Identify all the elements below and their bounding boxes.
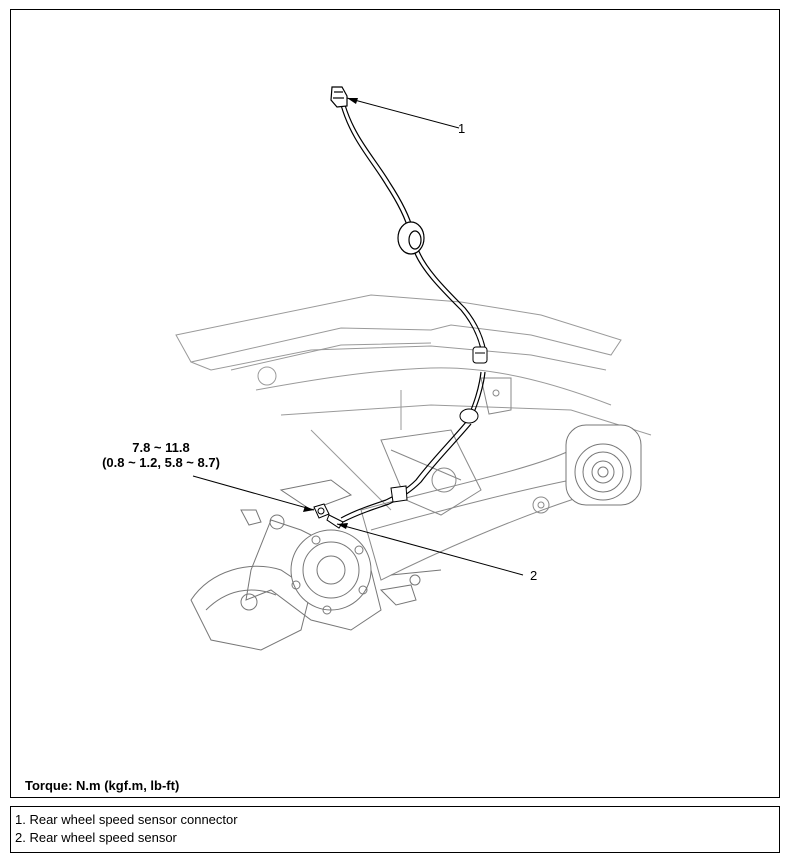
suspension-illustration xyxy=(175,86,652,651)
body-panel xyxy=(175,294,652,511)
diagram-frame: 1 2 7.8 ~ 11.8 (0.8 ~ 1.2, 5.8 ~ 8.7) To… xyxy=(10,9,780,798)
callout-2: 2 xyxy=(530,568,538,583)
parts-legend: 1. Rear wheel speed sensor connector 2. … xyxy=(10,806,780,853)
grommet xyxy=(397,221,425,255)
legend-item-1: 1. Rear wheel speed sensor connector xyxy=(15,812,238,827)
rear-bushing xyxy=(565,424,642,506)
knuckle-hub xyxy=(190,479,442,651)
leader-lines xyxy=(192,97,524,576)
callout-1: 1 xyxy=(458,121,466,136)
connector xyxy=(330,86,348,108)
torque-units-note: Torque: N.m (kgf.m, lb-ft) xyxy=(25,778,180,793)
shock-absorber xyxy=(380,377,512,516)
torque-spec-line1: 7.8 ~ 11.8 xyxy=(132,440,190,455)
torque-spec-line2: (0.8 ~ 1.2, 5.8 ~ 8.7) xyxy=(102,455,220,470)
legend-item-2: 2. Rear wheel speed sensor xyxy=(15,830,177,845)
torque-spec: 7.8 ~ 11.8 (0.8 ~ 1.2, 5.8 ~ 8.7) xyxy=(81,440,241,470)
harness-clips xyxy=(390,346,488,503)
